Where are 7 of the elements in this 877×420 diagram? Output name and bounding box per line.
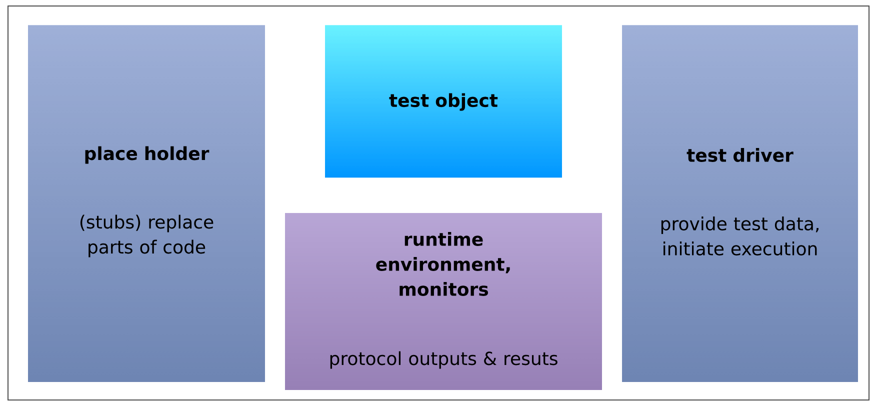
box-title: test driver [686, 148, 794, 162]
box-description: (stubs) replace parts of code [80, 214, 214, 258]
box-title: test object [389, 93, 498, 111]
box-title: place holder [85, 146, 210, 164]
box-description: protocol outputs & resuts [330, 351, 558, 369]
box-description: provide test data, initiate execution [661, 216, 818, 256]
box-title: runtime environment, monitors [376, 232, 510, 296]
